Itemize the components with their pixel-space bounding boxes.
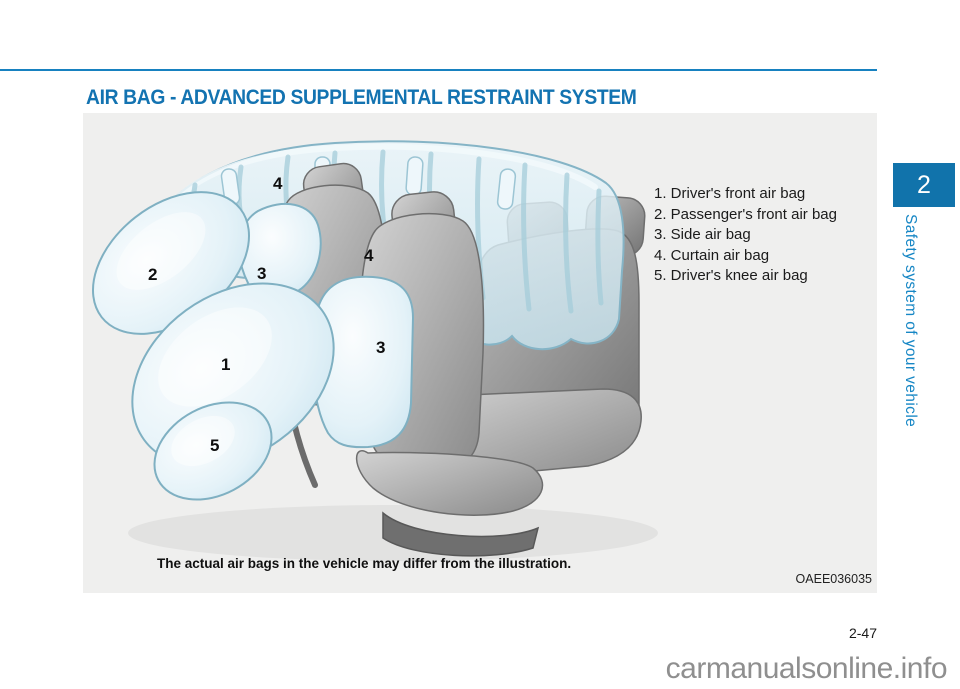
header-rule — [0, 69, 877, 71]
figure-caption: The actual air bags in the vehicle may d… — [157, 556, 572, 571]
airbag-callout-side-rear: 3 — [376, 338, 386, 357]
airbag-callout-curtain-top: 4 — [273, 174, 283, 193]
chapter-number-badge: 2 — [893, 163, 955, 207]
airbag-callout-curtain-mid: 4 — [364, 246, 374, 265]
knee-airbag-graphic — [153, 401, 273, 501]
legend-item-driver-front: 1. Driver's front air bag — [654, 185, 806, 202]
legend-item-passenger-front: 2. Passenger's front air bag — [654, 205, 837, 223]
airbag-callout-knee: 5 — [210, 436, 220, 455]
airbag-callout-passenger: 2 — [148, 265, 158, 284]
chapter-sidebar-label: Safety system of your vehicle — [902, 214, 919, 428]
legend-item-side: 3. Side air bag — [654, 226, 751, 243]
page-number: 2-47 — [848, 625, 877, 641]
watermark: carmanualsonline.info — [665, 652, 948, 685]
airbag-callout-side-front: 3 — [257, 264, 267, 283]
legend-item-knee: 5. Driver's knee air bag — [654, 267, 808, 284]
airbag-callout-driver-front: 1 — [221, 355, 231, 374]
airbag-legend: 1. Driver's front air bag 2. Passenger's… — [654, 184, 837, 287]
page-title: AIR BAG - ADVANCED SUPPLEMENTAL RESTRAIN… — [86, 86, 637, 109]
figure-image-code: OAEE036035 — [795, 572, 872, 586]
legend-item-curtain: 4. Curtain air bag — [654, 246, 770, 264]
airbag-figure: 4 2 3 4 1 3 5 1. Driver's front air bag … — [83, 113, 877, 593]
airbag-illustration — [92, 140, 658, 561]
